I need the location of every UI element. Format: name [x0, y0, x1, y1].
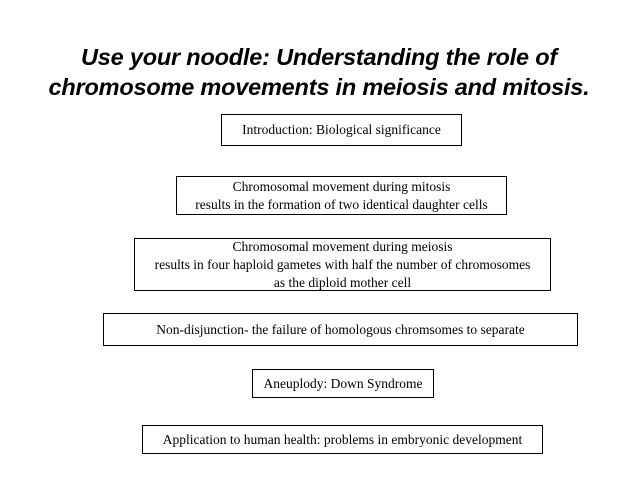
- page-title: Use your noodle: Understanding the role …: [0, 42, 638, 102]
- flow-box-mitosis-line-1: Chromosomal movement during mitosis: [232, 178, 451, 194]
- flow-box-introduction: Introduction: Biological significance: [221, 114, 462, 146]
- flow-box-meiosis: Chromosomal movement during meiosis resu…: [134, 238, 551, 291]
- flow-box-non-disjunction-line-1: Non-disjunction- the failure of homologo…: [156, 321, 525, 337]
- flow-box-meiosis-line-1: Chromosomal movement during meiosis: [232, 238, 453, 254]
- flow-box-mitosis-line-2: results in the formation of two identica…: [195, 196, 488, 212]
- flow-box-mitosis: Chromosomal movement during mitosis resu…: [176, 176, 507, 215]
- flow-box-introduction-line-1: Introduction: Biological significance: [242, 122, 441, 137]
- flow-box-aneuploidy: Aneuplody: Down Syndrome: [252, 369, 434, 398]
- page-title-line-2: chromosome movements in meiosis and mito…: [48, 73, 590, 100]
- flow-box-non-disjunction: Non-disjunction- the failure of homologo…: [103, 313, 578, 346]
- flow-box-application-line-1: Application to human health: problems in…: [162, 431, 523, 447]
- page-title-line-1: Use your noodle: Understanding the role …: [81, 43, 557, 70]
- flow-box-application: Application to human health: problems in…: [142, 425, 543, 454]
- flow-box-meiosis-line-2: results in four haploid gametes with hal…: [154, 256, 531, 272]
- flow-box-meiosis-line-3: as the diploid mother cell: [273, 274, 412, 290]
- flow-box-aneuploidy-line-1: Aneuplody: Down Syndrome: [263, 375, 423, 391]
